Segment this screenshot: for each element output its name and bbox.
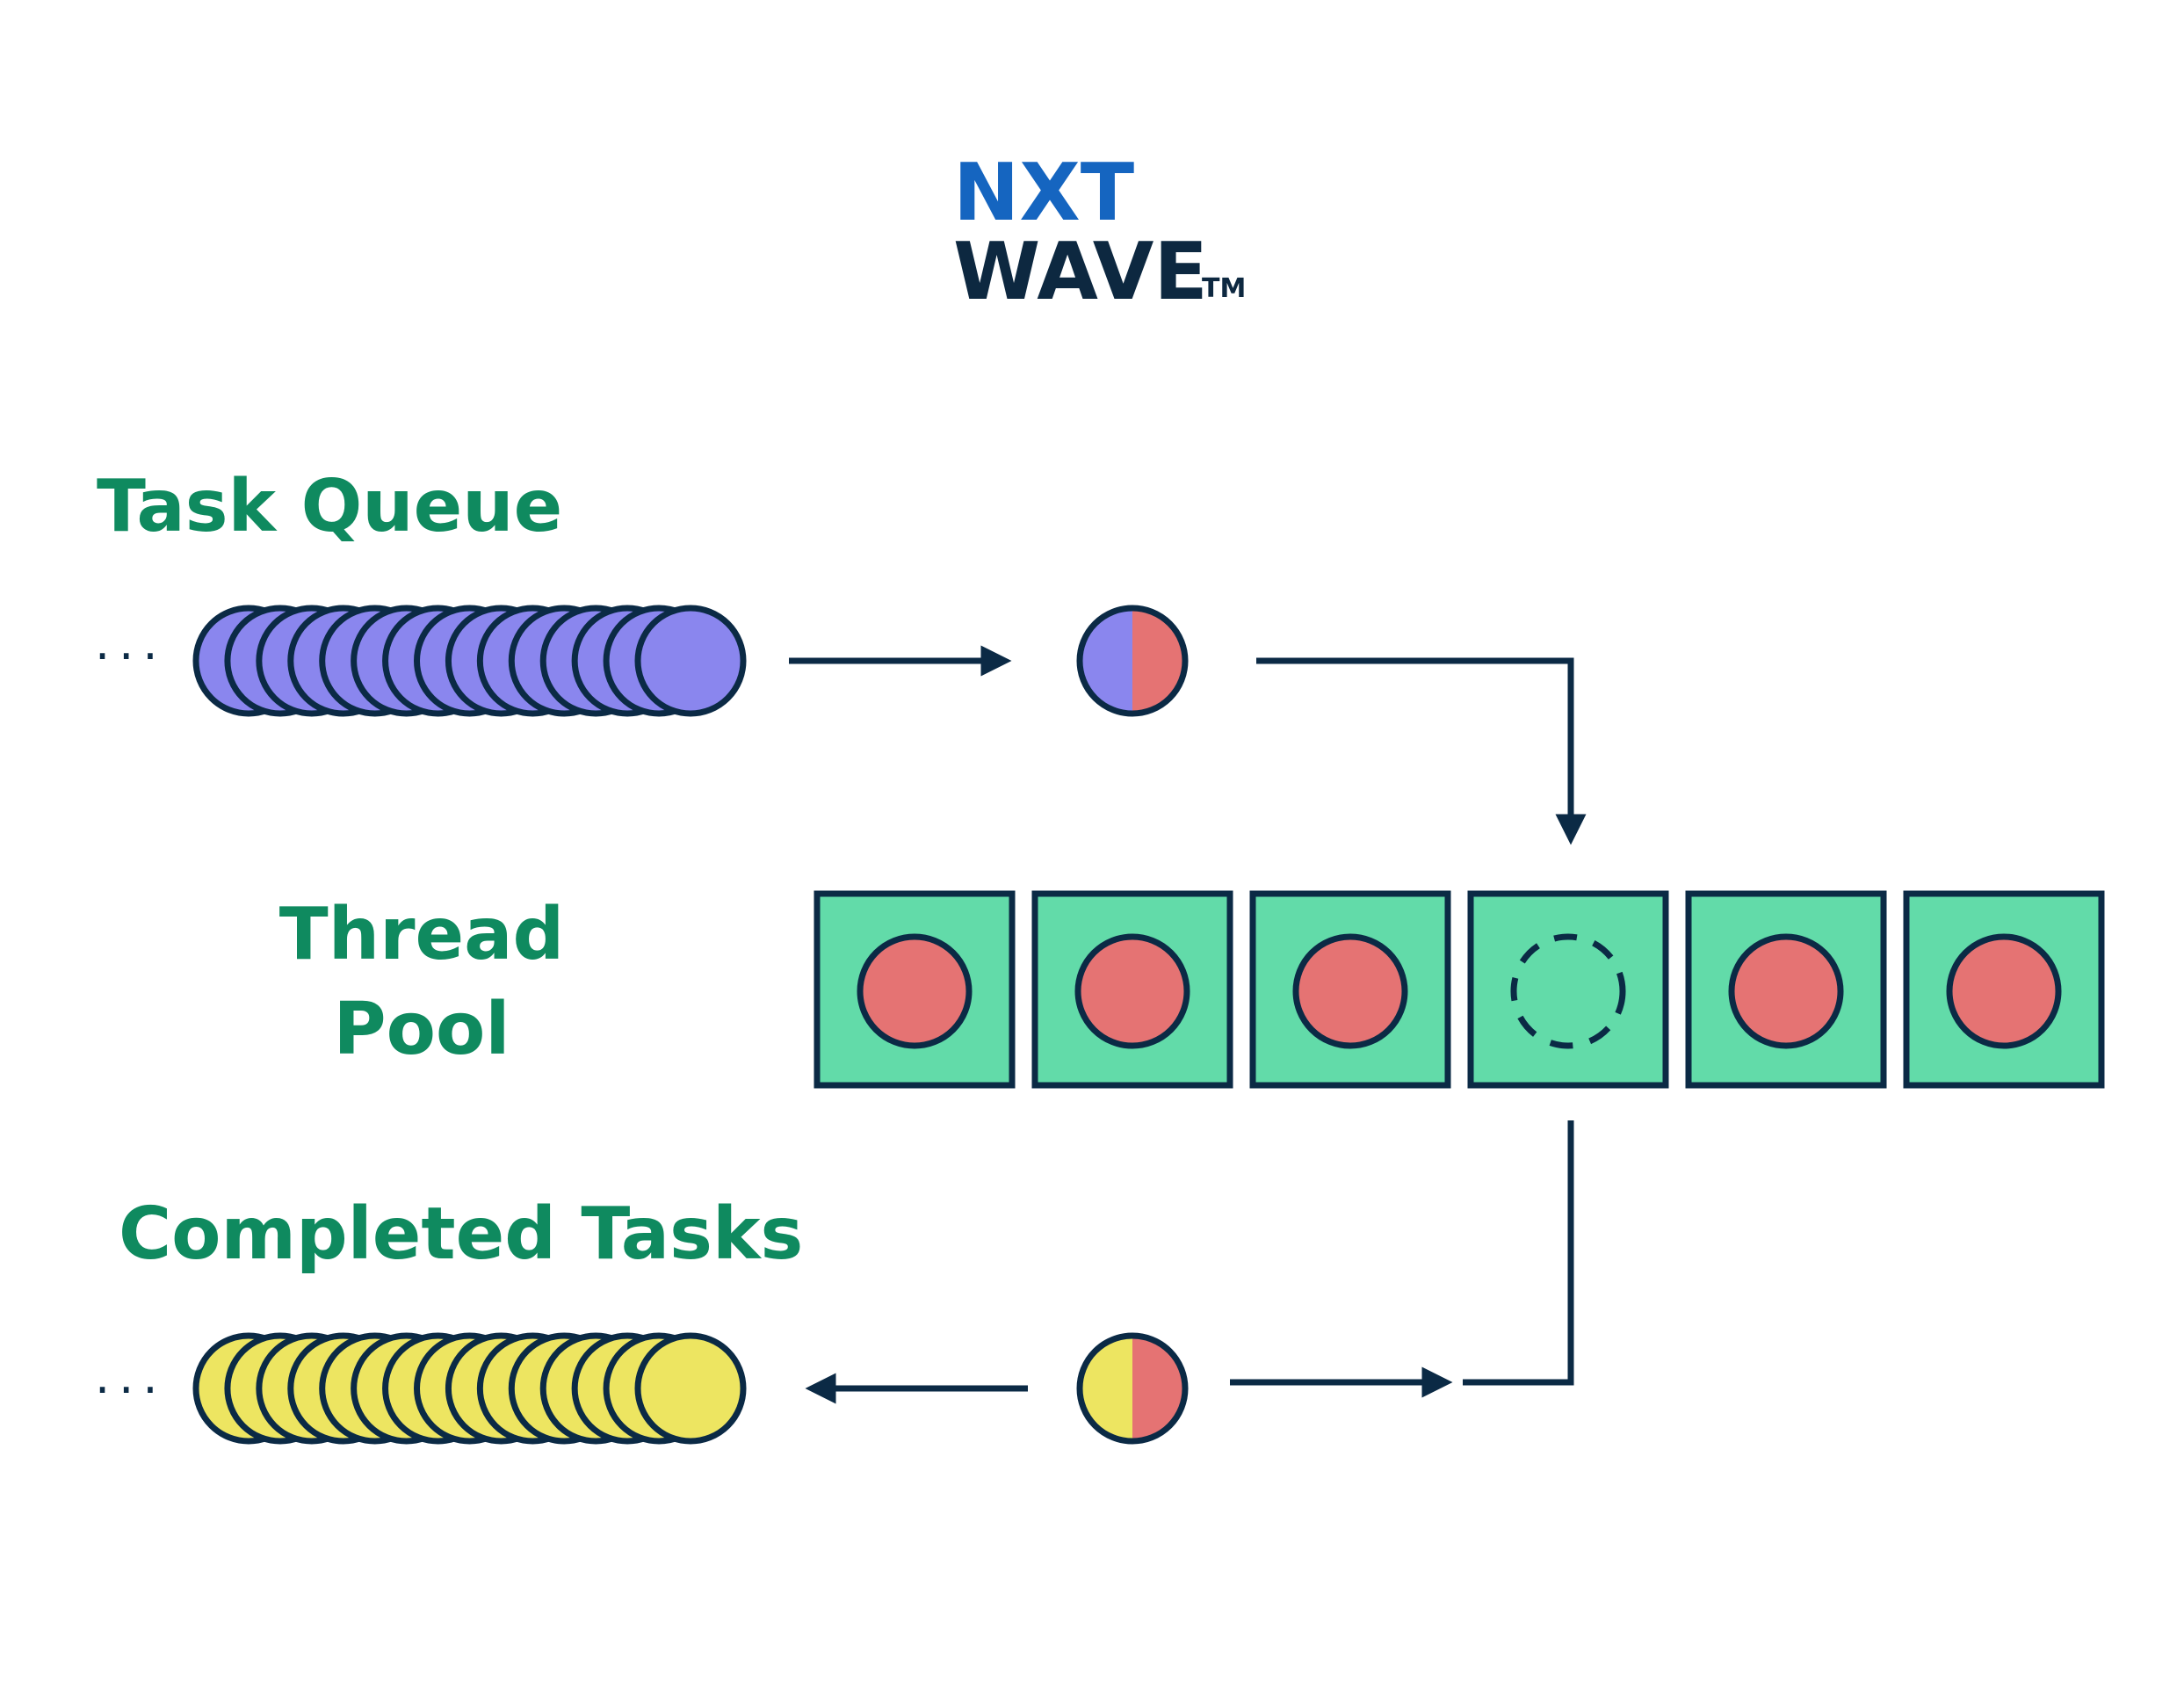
- running-task: [857, 933, 973, 1049]
- thread-pool-label-line1: Thread: [278, 893, 565, 976]
- thread-pool-slots: [814, 890, 2105, 1089]
- thread-pool-label-line2: Pool: [333, 988, 510, 1071]
- thread-slot: [1685, 890, 1887, 1089]
- thread-slot: [1031, 890, 1233, 1089]
- finished-task: [1076, 1332, 1189, 1445]
- logo-trademark: TM: [1202, 273, 1246, 304]
- thread-slot: [1903, 890, 2105, 1089]
- finished-task-completed-half: [1080, 1336, 1132, 1441]
- thread-slot: [1249, 890, 1451, 1089]
- thread-pool-label: Thread Pool: [255, 888, 589, 1077]
- running-task: [1946, 933, 2062, 1049]
- thread-slot-box: [1903, 890, 2105, 1089]
- completed-task: [634, 1332, 747, 1445]
- pool-to-output-line: [1463, 1120, 1574, 1386]
- dispatched-task: [1076, 605, 1189, 717]
- running-task: [1292, 933, 1408, 1049]
- dispatch-to-pool-arrow: [1256, 657, 1587, 845]
- thread-slot: [814, 890, 1016, 1089]
- dispatched-task-pending-half: [1080, 608, 1132, 714]
- completed-ellipsis: ...: [95, 1349, 167, 1404]
- dispatched-task-running-half: [1132, 608, 1185, 714]
- running-task: [1074, 933, 1190, 1049]
- finished-task-running-half: [1132, 1336, 1185, 1441]
- running-task: [1728, 933, 1844, 1049]
- pending-task: [634, 605, 747, 717]
- completed-task-stack: [192, 1332, 747, 1445]
- thread-slot: [1467, 890, 1669, 1089]
- logo-line1: NXT: [953, 147, 1134, 239]
- thread-slot-box: [814, 890, 1016, 1089]
- thread-slot-box: [1467, 890, 1669, 1089]
- logo-line2: WAVE: [953, 226, 1208, 318]
- dispatched-task-outline: [1076, 605, 1189, 717]
- completed-tasks-label: Completed Tasks: [119, 1192, 804, 1276]
- pending-task-stack: [192, 605, 747, 717]
- idle-thread-slot: [1510, 933, 1626, 1049]
- finished-task-outline: [1076, 1332, 1189, 1445]
- task-queue-ellipsis: ...: [95, 615, 167, 670]
- task-queue-label: Task Queue: [97, 465, 563, 548]
- nxtwave-logo: NXT WAVE TM: [953, 147, 1246, 318]
